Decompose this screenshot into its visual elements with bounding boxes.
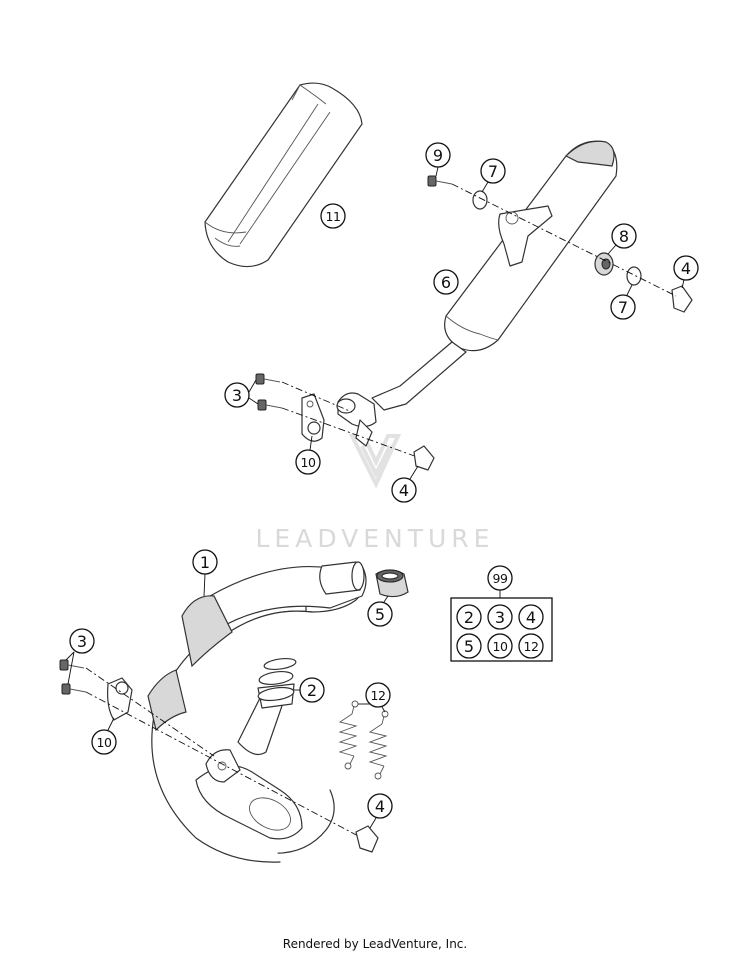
svg-text:12: 12 xyxy=(524,639,539,654)
watermark-logo xyxy=(348,434,402,489)
svg-text:7: 7 xyxy=(488,162,498,181)
bolt-axis-left-a xyxy=(281,381,353,413)
bolts-part-3-lower xyxy=(59,659,87,695)
kit-item-3: 3 xyxy=(487,604,513,630)
callout-3-lower: 3 xyxy=(65,628,95,685)
svg-text:2: 2 xyxy=(464,608,474,627)
svg-text:9: 9 xyxy=(433,146,443,165)
svg-text:4: 4 xyxy=(681,259,691,278)
kit-item-4: 4 xyxy=(518,604,544,630)
footer-credit: Rendered by LeadVenture, Inc. xyxy=(282,937,468,951)
spacer-part-5 xyxy=(375,569,409,598)
svg-text:3: 3 xyxy=(77,632,87,651)
svg-text:6: 6 xyxy=(441,273,451,292)
clamp-part-10-upper xyxy=(301,393,325,442)
callout-8: 8 xyxy=(607,223,637,255)
grommet-part-8 xyxy=(594,252,614,276)
callout-10-upper: 10 xyxy=(295,435,321,475)
silencer xyxy=(336,140,618,447)
clip-part-4-middle xyxy=(413,445,435,471)
bolts-part-3-upper xyxy=(255,373,283,411)
kit-item-5: 5 xyxy=(456,633,482,659)
clip-part-4-lower xyxy=(355,825,379,853)
svg-text:8: 8 xyxy=(619,227,629,246)
svg-text:11: 11 xyxy=(326,209,341,224)
clamp-part-10-lower xyxy=(107,677,133,721)
svg-text:4: 4 xyxy=(526,608,536,627)
svg-text:10: 10 xyxy=(301,455,316,470)
svg-text:3: 3 xyxy=(232,386,242,405)
watermark-text: LEADVENTURE xyxy=(256,524,495,553)
svg-text:12: 12 xyxy=(371,688,386,703)
kit-item-10: 10 xyxy=(487,633,513,659)
callouts: 11 9 7 8 6 4 xyxy=(65,142,699,829)
svg-text:1: 1 xyxy=(200,553,210,572)
svg-text:10: 10 xyxy=(493,639,508,654)
clip-part-4-upper xyxy=(671,285,693,313)
callout-10-lower: 10 xyxy=(91,717,117,755)
bolt-axis-upper xyxy=(451,183,677,297)
heat-shield-sleeve xyxy=(204,82,363,268)
callout-9: 9 xyxy=(425,142,451,177)
svg-text:4: 4 xyxy=(399,481,409,500)
svg-text:3: 3 xyxy=(495,608,505,627)
callout-3-upper: 3 xyxy=(224,379,259,408)
screw-part-9 xyxy=(427,175,453,187)
svg-text:5: 5 xyxy=(375,605,385,624)
svg-text:2: 2 xyxy=(307,681,317,700)
bolt-axis-left-b xyxy=(281,407,421,459)
exhaust-pipe xyxy=(147,561,367,863)
bolt-axis-lower-a xyxy=(85,667,215,757)
kit-item-2: 2 xyxy=(456,604,482,630)
svg-text:4: 4 xyxy=(375,797,385,816)
washer-part-7-top xyxy=(472,190,488,210)
callout-1: 1 xyxy=(192,549,218,597)
svg-text:99: 99 xyxy=(493,571,508,586)
callout-99: 99 xyxy=(487,565,513,591)
springs-part-12 xyxy=(338,700,389,780)
kit-item-12: 12 xyxy=(518,633,544,659)
svg-text:10: 10 xyxy=(97,735,112,750)
callout-6: 6 xyxy=(433,269,459,295)
callout-2: 2 xyxy=(294,677,325,703)
callout-7-top: 7 xyxy=(480,158,506,193)
callout-11: 11 xyxy=(320,203,346,229)
watermark: LEADVENTURE xyxy=(256,434,495,553)
callout-4-lower: 4 xyxy=(367,793,393,829)
o-ring-part-2 xyxy=(257,657,297,709)
callout-4-upper: 4 xyxy=(673,255,699,289)
svg-text:5: 5 xyxy=(464,637,474,656)
callout-12: 12 xyxy=(358,682,391,713)
bolt-axis-lower-b xyxy=(85,691,363,839)
svg-text:7: 7 xyxy=(618,298,628,317)
callout-7-bottom: 7 xyxy=(610,284,636,320)
washer-part-7-bottom xyxy=(626,266,642,286)
callout-4-middle: 4 xyxy=(391,465,419,503)
callout-5: 5 xyxy=(367,595,393,627)
